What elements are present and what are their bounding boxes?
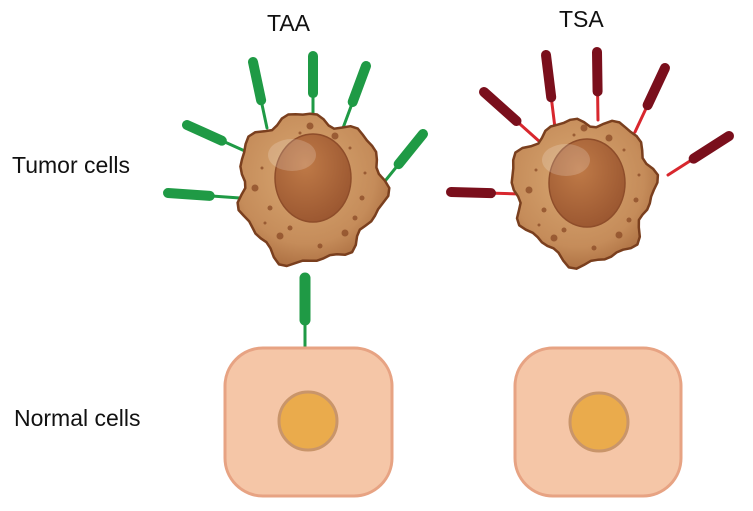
receptor-icon (163, 188, 242, 201)
tumor-nucleus (274, 133, 352, 223)
tumor-cell-icon (510, 117, 660, 270)
tumor-spot (352, 215, 358, 221)
receptor-icon (379, 129, 428, 188)
tumor-spot (331, 132, 339, 140)
tumor-cell-icon (236, 112, 391, 268)
row-label-normal-cells: Normal cells (14, 405, 141, 431)
receptor-head (347, 61, 371, 107)
normal-nucleus (568, 391, 630, 453)
tumor-highlight (542, 144, 590, 176)
tumor-spot (306, 122, 314, 130)
receptor-icon (541, 50, 557, 130)
tsa-receptors (446, 47, 734, 199)
receptor-stem (208, 194, 242, 200)
normal-cell-taa (223, 272, 394, 498)
receptor-stem (549, 95, 557, 130)
tumor-spot (359, 195, 365, 201)
receptor-icon (666, 131, 734, 177)
row-label-tumor-cells: Tumor cells (12, 152, 130, 178)
tumor-spot (263, 221, 267, 225)
taa-receptors (163, 51, 428, 201)
receptor-icon (248, 57, 269, 130)
tumor-spot (317, 243, 323, 249)
tumor-spot (572, 133, 576, 137)
receptor-icon (341, 61, 371, 130)
tumor-spots (251, 122, 367, 249)
tumor-spot (298, 131, 302, 135)
tumor-spot (580, 124, 588, 132)
tumor-spot (561, 227, 567, 233)
tumor-cell-taa (163, 51, 428, 268)
tumor-spot (633, 197, 639, 203)
tumor-spot (348, 146, 352, 150)
receptor-head (688, 131, 734, 164)
tumor-spot (622, 148, 626, 152)
tumor-spot (591, 245, 597, 251)
tumor-spot (615, 231, 623, 239)
tumor-spot (537, 223, 541, 227)
receptor-icon (633, 63, 670, 134)
tumor-spot (260, 166, 264, 170)
receptor-stem (514, 119, 542, 144)
tumor-highlight (268, 139, 316, 171)
receptor-head (541, 50, 557, 103)
receptor-icon (479, 87, 542, 144)
receptor-stem (666, 157, 696, 177)
tumor-cell-tsa (446, 47, 734, 270)
tumor-spot (287, 225, 293, 231)
tumor-spot (251, 184, 259, 192)
receptor-head (163, 188, 215, 201)
tumor-spot (637, 173, 641, 177)
tumor-nucleus (548, 138, 626, 228)
tumor-spots (525, 124, 641, 251)
tumor-spot (550, 234, 558, 242)
tumor-spot (363, 171, 367, 175)
receptor-head (479, 87, 522, 126)
receptor-icon (182, 120, 249, 154)
normal-nucleus (277, 390, 339, 452)
column-title-tsa: TSA (559, 6, 604, 32)
tumor-spot (525, 186, 533, 194)
normal-cell-tsa (513, 346, 683, 498)
receptor-head (393, 129, 428, 170)
tumor-spot (276, 232, 284, 240)
tumor-spot (267, 205, 273, 211)
tumor-spot (341, 229, 349, 237)
receptor-head (592, 47, 603, 97)
receptor-head (446, 187, 497, 199)
tumor-spot (626, 217, 632, 223)
tumor-spot (541, 207, 547, 213)
receptor-head (248, 57, 267, 106)
tumor-spot (534, 168, 538, 172)
receptor-head (642, 63, 670, 111)
column-title-taa: TAA (267, 10, 311, 36)
receptor-icon (592, 47, 603, 122)
receptor-icon (446, 187, 522, 199)
tumor-spot (605, 134, 613, 142)
receptor-head (182, 120, 227, 146)
